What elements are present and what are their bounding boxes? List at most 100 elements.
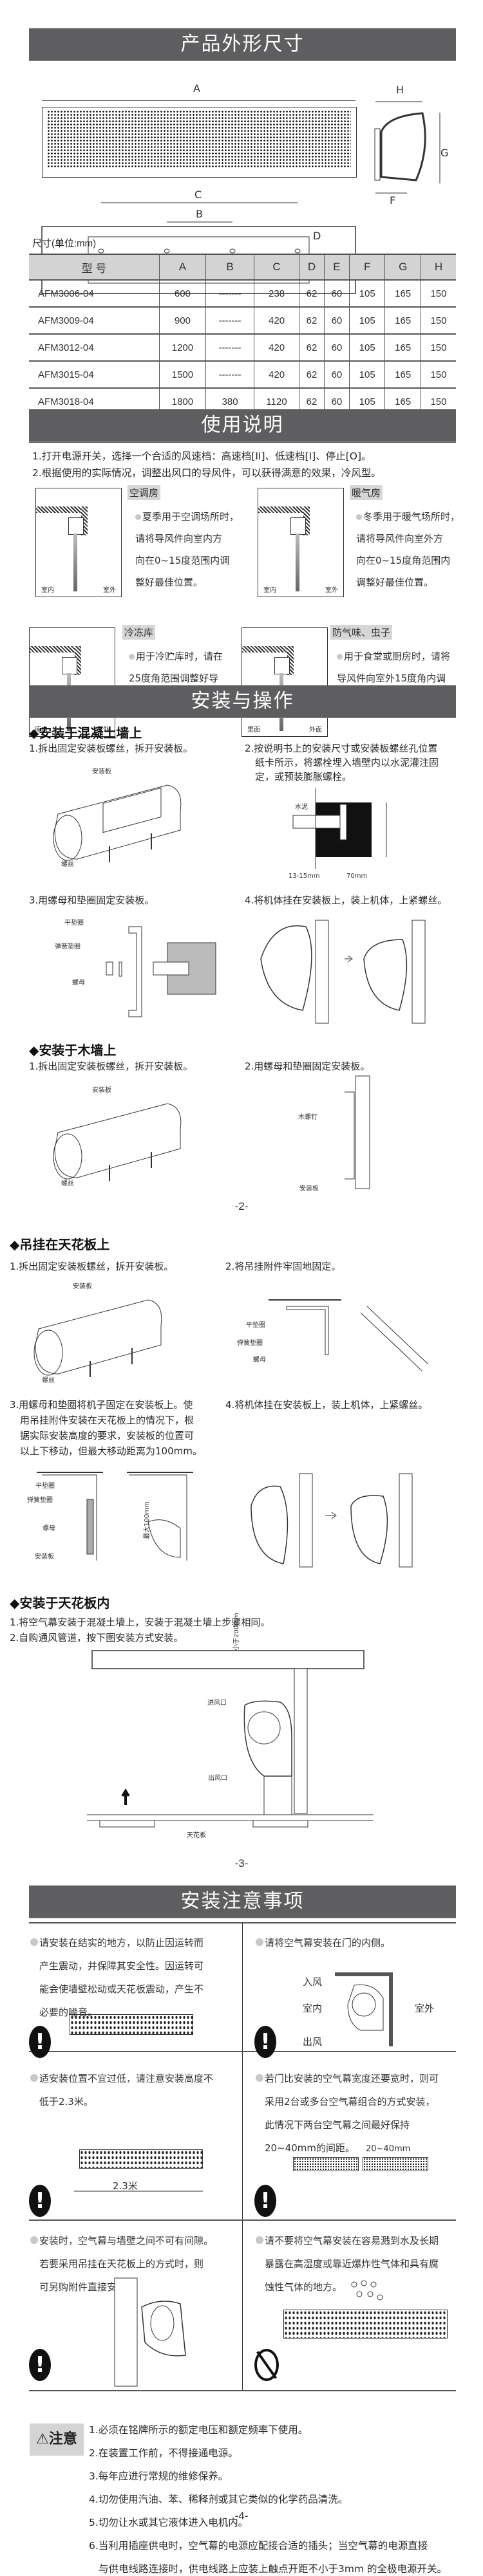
label-dim-13-15: 13-15mm bbox=[289, 873, 320, 880]
air-curtain-illustration-right bbox=[363, 2157, 428, 2171]
label-outlet-wind: 出风 bbox=[303, 2036, 323, 2048]
airflow-diagram: 里面 外面 bbox=[242, 627, 328, 737]
concrete-step-1: 1.拆出固定安装板螺丝，拆开安装板。 bbox=[29, 743, 193, 754]
dimension-cell: 1500 bbox=[159, 361, 206, 389]
airflow-stream bbox=[73, 533, 77, 591]
concrete-step-2-line3: 定，或预装膨胀螺栓。 bbox=[255, 771, 352, 783]
prohibited-icon bbox=[254, 2349, 279, 2381]
unit-with-plate-illustration-ceiling bbox=[33, 1299, 162, 1377]
side-view-diagram bbox=[374, 101, 440, 194]
dimension-cell: ------- bbox=[205, 307, 255, 335]
wall-hatch bbox=[242, 646, 290, 653]
table-header-cell: H bbox=[421, 254, 456, 281]
precaution-line: 采用2台或多台空气幕组合的方式安装， bbox=[265, 2096, 435, 2108]
label-plate-wood: 安装板 bbox=[92, 1087, 111, 1094]
air-curtain-illustration-left bbox=[293, 2157, 359, 2171]
air-curtain-front bbox=[42, 107, 357, 178]
precaution-line: 若要采用吊挂在天花板上的方式时，则 bbox=[39, 2258, 204, 2270]
mode-title: 防气味、虫子 bbox=[330, 625, 393, 640]
label-outlet: 出风口 bbox=[208, 1775, 227, 1782]
mode-line: 调整好最佳位置。 bbox=[356, 577, 434, 588]
section-banner-precautions: 安装注意事项 bbox=[29, 1886, 456, 1918]
mode-line: 25度角范围调整好导 bbox=[129, 672, 219, 684]
mode-title: 暖气房 bbox=[350, 485, 383, 500]
notice-item: 6.当利用插座供电时，空气幕的电源应配接合适的插头；当空气幕的电源直接 bbox=[89, 2540, 428, 2552]
air-curtain-illustration bbox=[70, 2014, 193, 2035]
notice-item: 1.必须在铭牌所示的额定电压和额定频率下使用。 bbox=[89, 2424, 308, 2436]
notice-item: 与供电线路连接时，供电线路上应装上触点开距不小于3mm 的全极电源开关。 bbox=[99, 2563, 447, 2575]
inceiling-step-2: 2.自购通风管道，按下图安装方式安装。 bbox=[10, 1632, 184, 1644]
label-nut: 螺母 bbox=[72, 979, 85, 987]
label-plate-ceiling: 安装板 bbox=[73, 1283, 92, 1290]
section-banner-dimensions: 产品外形尺寸 bbox=[29, 28, 456, 61]
ceiling-title: ◆吊挂在天花板上 bbox=[10, 1237, 110, 1252]
hang-unit-diagram-concrete bbox=[260, 920, 426, 1024]
dimension-cell: 165 bbox=[384, 280, 421, 308]
label-ceiling: 天花板 bbox=[187, 1832, 206, 1839]
precaution-line: 请安装在结实的地方，以防止因运转而 bbox=[39, 1937, 204, 1949]
wall-hatch bbox=[30, 646, 78, 653]
label-flat-washer-ceiling: 平垫圈 bbox=[246, 1322, 265, 1329]
door-inside-diagram bbox=[335, 1972, 393, 2046]
dimension-cell: 150 bbox=[421, 361, 456, 389]
notice-label: 注意 bbox=[48, 2431, 77, 2447]
table-header-cell: 型 号 bbox=[29, 254, 160, 281]
divider bbox=[29, 2219, 456, 2221]
label-B: B bbox=[196, 208, 203, 220]
label-inlet-wind: 入风 bbox=[303, 1976, 323, 1988]
concrete-step-3: 3.用螺母和垫圈固定安装板。 bbox=[29, 894, 155, 906]
airflow-diagram: 库内 室外 bbox=[29, 627, 115, 737]
precaution-line: 请将空气幕安装在门的内侧。 bbox=[265, 1937, 391, 1949]
ceiling-step-2: 2.将吊挂附件牢固地固定。 bbox=[225, 1261, 341, 1272]
exclamation-icon: ! bbox=[29, 2185, 51, 2217]
bolt-washer-diagram bbox=[106, 926, 216, 1017]
dim-line-A bbox=[42, 100, 355, 101]
air-curtain-illustration bbox=[283, 2310, 448, 2339]
label-outside: 室外 bbox=[325, 587, 338, 594]
label-outdoor: 室外 bbox=[415, 2003, 435, 2014]
concrete-step-4: 4.将机体挂在安装板上，装上机体，上紧螺丝。 bbox=[245, 894, 448, 906]
notice-item: 2.在装置工作前，不得接通电源。 bbox=[89, 2447, 238, 2459]
notice-badge: ⚠注意 bbox=[30, 2423, 84, 2456]
precaution-line: 此情况下两台空气幕之间最好保持 bbox=[265, 2119, 410, 2131]
wood-step-2: 2.用螺母和垫圈固定安装板。 bbox=[245, 1061, 370, 1072]
dimension-cell: 62 bbox=[299, 280, 325, 308]
label-inside: 室内 bbox=[41, 587, 54, 594]
dimension-cell: 165 bbox=[384, 334, 421, 362]
table-caption: 尺寸(单位:mm) bbox=[32, 238, 97, 249]
usage-step-2: 2.根据使用的实际情况，调整出风口的导风件，可以获得满意的效果，冷风型。 bbox=[32, 467, 381, 479]
unit-with-plate-illustration bbox=[53, 784, 182, 862]
page-number-2: -2- bbox=[234, 1200, 249, 1212]
wall-hatch bbox=[81, 506, 88, 535]
page-number-3: -3- bbox=[234, 1857, 249, 1869]
dimension-cell: 105 bbox=[349, 334, 386, 362]
dimension-cell: 60 bbox=[324, 334, 350, 362]
vertical-divider bbox=[242, 1923, 243, 2391]
precaution-line: 请不要将空气幕安装在容易溅到水及长期 bbox=[265, 2235, 439, 2247]
divider bbox=[29, 2051, 456, 2052]
ceiling-step-3-line2: 用吊挂附件安装在天花板上的情况下，根 bbox=[20, 1414, 194, 1426]
wood-step-1: 1.拆出固定安装板螺丝，拆开安装板。 bbox=[29, 1061, 193, 1072]
page-number-4: -4- bbox=[234, 2510, 249, 2522]
precaution-line: 暴露在高湿度或靠近爆炸性气体和具有腐 bbox=[265, 2258, 439, 2270]
notice-item: 4.切勿使用汽油、苯、稀释剂或其它类似的化学药品清洗。 bbox=[89, 2494, 348, 2505]
precaution-line: 产生震动，并保障其安全性。因运转可 bbox=[39, 1960, 204, 1972]
table-header-cell: D bbox=[299, 254, 325, 281]
dimension-cell: 60 bbox=[324, 307, 350, 335]
bullet-icon bbox=[356, 514, 362, 520]
mode-line: 请将导风件向室外方 bbox=[356, 533, 444, 544]
dimension-cell: 105 bbox=[349, 361, 386, 389]
notice-item: 5.切勿让水或其它液体进入电机内。 bbox=[89, 2517, 249, 2528]
bullet-icon bbox=[135, 514, 141, 520]
label-indoor: 室内 bbox=[303, 2003, 323, 2014]
label-spring-washer-c3: 弹簧垫圈 bbox=[27, 1497, 53, 1504]
wall-hatch bbox=[258, 506, 307, 513]
dimension-cell: 60 bbox=[324, 280, 350, 308]
dimension-cell: 62 bbox=[299, 361, 325, 389]
label-flat-washer-c3: 平垫圈 bbox=[35, 1483, 55, 1490]
table-header-cell: G bbox=[384, 254, 421, 281]
